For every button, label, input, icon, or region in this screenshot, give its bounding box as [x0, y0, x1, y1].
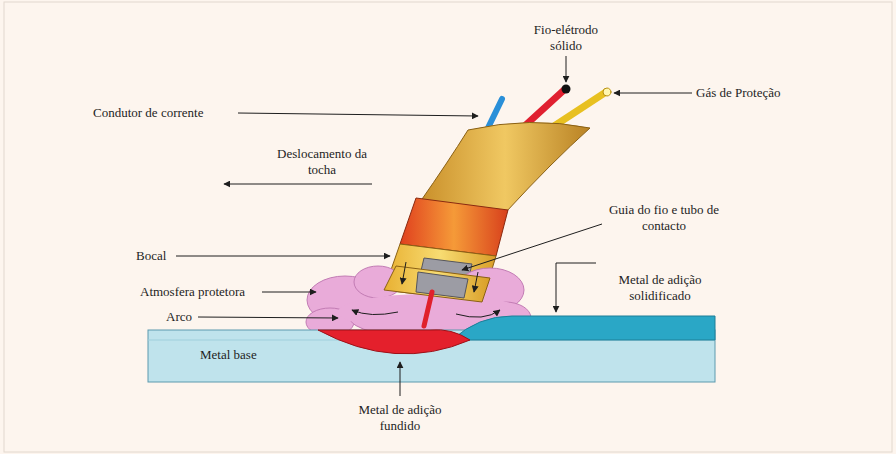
base-metal-label: Metal base [200, 347, 257, 363]
nozzle-tip-front [384, 266, 490, 302]
torch-body [420, 122, 590, 212]
contact-tube-label: Guia do fio e tubo de contacto [604, 202, 724, 234]
solidified-weld [452, 316, 715, 340]
molten-pool [318, 330, 470, 354]
wire-label: Fio-elétrodo sólido [526, 22, 606, 54]
frame [4, 2, 892, 452]
nozzle-label: Bocal [136, 248, 166, 264]
leader-lines [176, 56, 692, 396]
current-label: Condutor de corrente [93, 105, 203, 121]
atmosphere-label: Atmosfera protetora [140, 284, 245, 300]
contact-tube-front [416, 272, 468, 298]
solidified-label: Metal de adição solidificado [598, 272, 722, 304]
gas-label: Gás de Proteção [696, 85, 780, 101]
electrode-wire [424, 292, 432, 326]
contact-tube [416, 258, 472, 298]
arc-label: Arco [166, 309, 192, 325]
gas-flow-arrows [352, 262, 500, 317]
molten-label: Metal de adição fundido [344, 402, 456, 434]
travel-label: Deslocamento da tocha [266, 146, 378, 178]
